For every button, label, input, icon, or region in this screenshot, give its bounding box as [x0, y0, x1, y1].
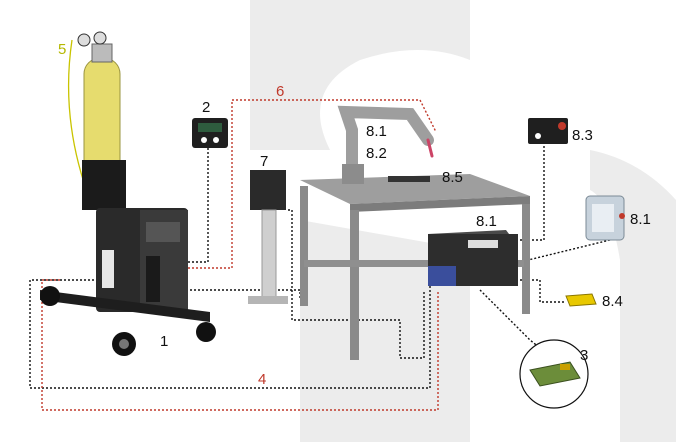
label-6: 6 — [276, 83, 284, 100]
label-2: 2 — [202, 99, 210, 116]
label-5: 5 — [58, 41, 66, 58]
label-8-1-pendant: 8.1 — [630, 211, 651, 228]
robot-arm — [337, 105, 434, 186]
label-8-3: 8.3 — [572, 127, 593, 144]
label-8-4: 8.4 — [602, 293, 623, 310]
label-8-1-robot: 8.1 — [366, 123, 387, 140]
trolley — [40, 286, 216, 356]
enabling-switch — [565, 293, 597, 307]
welding-power-source — [82, 160, 188, 312]
label-8-1-controller: 8.1 — [476, 213, 497, 230]
label-8-2: 8.2 — [366, 145, 387, 162]
teach-pendant — [585, 195, 625, 241]
label-7: 7 — [260, 153, 268, 170]
red-power-cables — [41, 99, 439, 411]
robot-controller — [428, 230, 518, 286]
label-3: 3 — [580, 347, 588, 364]
torch-cleaning-station — [248, 170, 288, 304]
workpiece — [388, 176, 430, 182]
gas-cylinder — [77, 31, 121, 179]
interface-board-detail — [519, 339, 589, 409]
label-1: 1 — [160, 333, 168, 350]
label-4: 4 — [258, 371, 266, 388]
label-8-5: 8.5 — [442, 169, 463, 186]
remote-control-unit-2 — [192, 118, 228, 148]
robot-control-module-8-3 — [528, 118, 568, 144]
